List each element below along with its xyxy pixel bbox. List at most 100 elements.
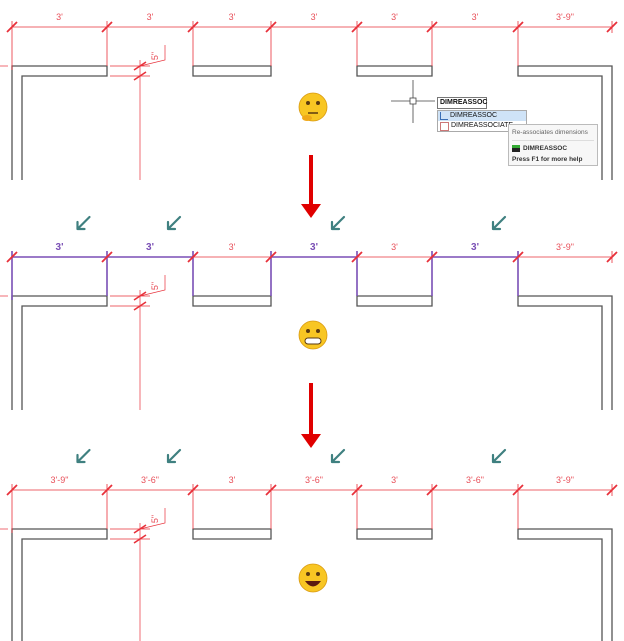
dimension-label: 3'-9" (51, 475, 69, 485)
dimension-tick (606, 251, 618, 263)
dimension-tick (512, 484, 524, 496)
wall (356, 295, 433, 307)
mouth (304, 337, 322, 345)
dimension-label: 3' (311, 12, 318, 22)
dimension-label: 3'-6" (305, 475, 323, 485)
mouth (305, 581, 321, 587)
pickbox-icon (409, 97, 417, 105)
dimension-tick (101, 21, 113, 33)
tooltip-description: Re-associates dimensions (512, 127, 594, 141)
suggestion-item[interactable]: DIMREASSOCIATE (438, 121, 526, 131)
thinking-face-icon (298, 92, 328, 122)
dimension-tick (426, 484, 438, 496)
wall (11, 65, 108, 180)
dimension-label: 3' (472, 12, 479, 22)
pointer-arrow-icon (76, 448, 91, 464)
wall (192, 65, 272, 77)
dimension-tick (101, 484, 113, 496)
panel-1: 3'3'3'3'3'3'3'-9"5" (0, 12, 618, 180)
dimension-tick (133, 301, 147, 311)
dimension-label: 3' (147, 12, 154, 22)
wall (11, 295, 108, 410)
wall (192, 295, 272, 307)
command-icon (512, 145, 520, 152)
command-autocomplete: DIMREASSOC DIMREASSOC DIMREASSOCIATE (437, 97, 527, 132)
command-icon (440, 121, 449, 131)
wall (356, 65, 433, 77)
command-input[interactable]: DIMREASSOC (437, 97, 487, 109)
dimension-tick (351, 484, 363, 496)
face (298, 563, 328, 593)
eye (316, 329, 320, 333)
tooltip-help: Press F1 for more help (512, 156, 583, 163)
dimension-tick (265, 251, 277, 263)
small-dimension-label: 5" (150, 515, 160, 523)
wall (11, 528, 108, 641)
dimension-label: 3' (391, 475, 398, 485)
pointer-arrow-icon (491, 215, 507, 231)
dimension-label: 3'-9" (556, 475, 574, 485)
face (298, 92, 328, 122)
eye (306, 572, 310, 576)
dimension-tick (426, 21, 438, 33)
dimension-tick (512, 21, 524, 33)
command-tooltip: Re-associates dimensions DIMREASSOC Pres… (508, 124, 598, 166)
eye (306, 101, 310, 105)
dimension-tick (187, 251, 199, 263)
dimension-tick (133, 61, 147, 71)
tooltip-command-label: DIMREASSOC (523, 145, 568, 152)
hand (302, 115, 312, 121)
dimension-tick (606, 484, 618, 496)
tooltip-command: DIMREASSOC (512, 145, 594, 152)
pointer-arrow-icon (330, 215, 346, 231)
dimension-label: 3' (391, 242, 398, 252)
suggestion-label: DIMREASSOCIATE (451, 122, 514, 129)
wall (517, 65, 613, 180)
dimension-label: 3' (391, 12, 398, 22)
wall (517, 295, 613, 410)
grimacing-face-icon (298, 320, 328, 350)
dimension-label: 3' (146, 242, 154, 253)
eye (306, 329, 310, 333)
dimension-tick (265, 484, 277, 496)
dimension-tick (351, 21, 363, 33)
pointer-arrow-icon (330, 448, 346, 464)
wall (356, 528, 433, 540)
pointer-arrow-icon (166, 215, 182, 231)
dimension-tick (187, 21, 199, 33)
small-dimension-label: 5" (150, 52, 160, 60)
dimension-tick (133, 524, 147, 534)
dimension-tick (101, 251, 113, 263)
small-dimension-label: 5" (150, 282, 160, 290)
dimension-label: 3'-6" (141, 475, 159, 485)
flow-arrowhead-icon (301, 204, 321, 218)
face (298, 320, 328, 350)
panel-3: 3'-9" 3'-6" 3' 3'-6" 3' 3'-6" 3'-9" 5" (0, 448, 618, 641)
dimension-label: 3' (56, 242, 64, 253)
pointer-arrow-icon (166, 448, 182, 464)
flow-arrowhead-icon (301, 434, 321, 448)
dimension-tick (512, 251, 524, 263)
dimension-label: 3' (229, 242, 236, 252)
dimension-tick (187, 484, 199, 496)
dimension-label: 3'-9" (556, 12, 574, 22)
dimension-icon (440, 112, 448, 120)
pointer-arrow-icon (76, 215, 91, 231)
dimension-label: 3' (229, 475, 236, 485)
panel-2: 3'3'3'3'3'3'3'-9"5" (0, 215, 618, 410)
dimension-label: 3' (56, 12, 63, 22)
pointer-arrow-icon (491, 448, 507, 464)
dimension-tick (133, 71, 147, 81)
wall (192, 528, 272, 540)
dimension-tick (426, 251, 438, 263)
dimension-label: 3' (310, 242, 318, 253)
small-dimension (110, 45, 166, 180)
dimension-tick (606, 21, 618, 33)
small-dimension (110, 508, 166, 641)
dimension-label: 3'-6" (466, 475, 484, 485)
dimension-tick (133, 291, 147, 301)
eye (316, 572, 320, 576)
eye (316, 101, 320, 105)
suggestion-item[interactable]: DIMREASSOC (438, 111, 526, 121)
suggestion-list: DIMREASSOC DIMREASSOCIATE (437, 110, 527, 132)
